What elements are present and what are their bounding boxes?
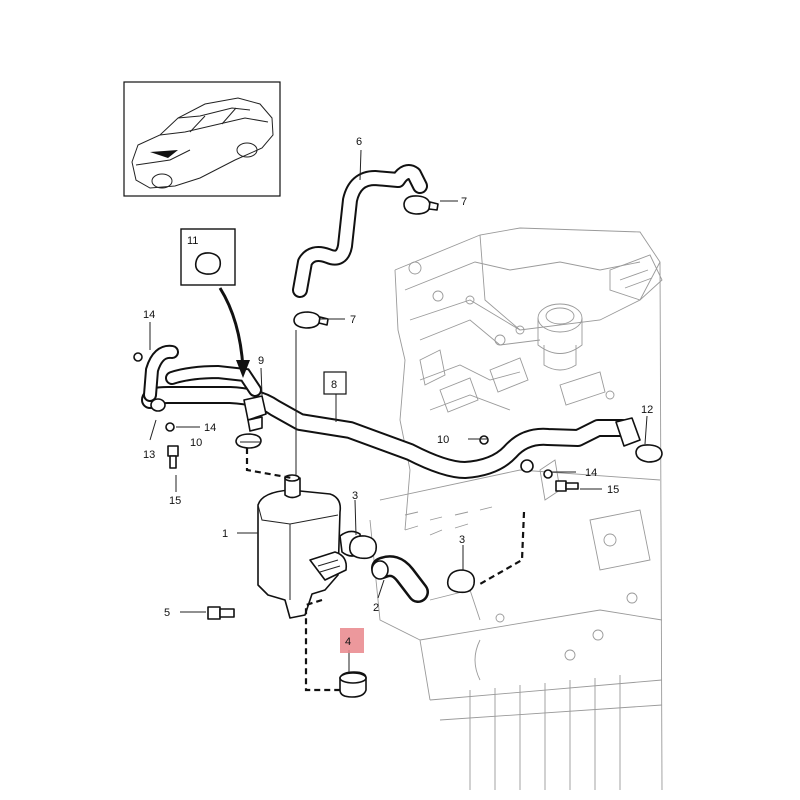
- elbow-hose-2: [371, 555, 429, 603]
- callout-7-upper: 7: [461, 196, 467, 208]
- hose-6: [292, 164, 428, 298]
- callout-2: 2: [373, 602, 379, 614]
- callout-3-upper: 3: [352, 490, 358, 502]
- car-thumbnail: [123, 81, 281, 197]
- callout-6: 6: [356, 136, 362, 148]
- callout-4-highlight: [340, 628, 364, 653]
- callout-13: 13: [143, 449, 155, 461]
- callout-10-left: 10: [190, 437, 202, 449]
- grommet-4: [339, 671, 367, 698]
- callout-1: 1: [222, 528, 228, 540]
- callout-5: 5: [164, 607, 170, 619]
- arrow-11: [218, 287, 250, 378]
- oil-trap-icon: [257, 474, 363, 619]
- callout-8: 8: [331, 379, 337, 391]
- callout-15-right: 15: [607, 484, 619, 496]
- leader-lines: [149, 149, 648, 672]
- callout-11: 11: [187, 235, 198, 247]
- hose-clamp-icon: [133, 195, 663, 594]
- callout-9: 9: [258, 355, 264, 367]
- callout-12: 12: [641, 404, 653, 416]
- car-thumbnail-icon: [131, 97, 274, 189]
- callout-15-left: 15: [169, 495, 181, 507]
- dashed-connectors: [245, 448, 526, 692]
- callout-14-left: 14: [143, 309, 155, 321]
- hose-8: [141, 344, 641, 479]
- bolt-icon: [167, 445, 579, 620]
- callout-labels: 6 7 7 11 14 9 8 14 10 13 15 10 12 14 15 …: [143, 136, 653, 648]
- callout-3-right: 3: [459, 534, 465, 546]
- callout-7-lower: 7: [350, 314, 356, 326]
- callout-10-right: 10: [437, 434, 449, 446]
- callout-14-right: 14: [585, 467, 597, 479]
- callout-14-mid: 14: [204, 422, 216, 434]
- callout-4: 4: [345, 636, 351, 648]
- engine-block: [369, 227, 663, 791]
